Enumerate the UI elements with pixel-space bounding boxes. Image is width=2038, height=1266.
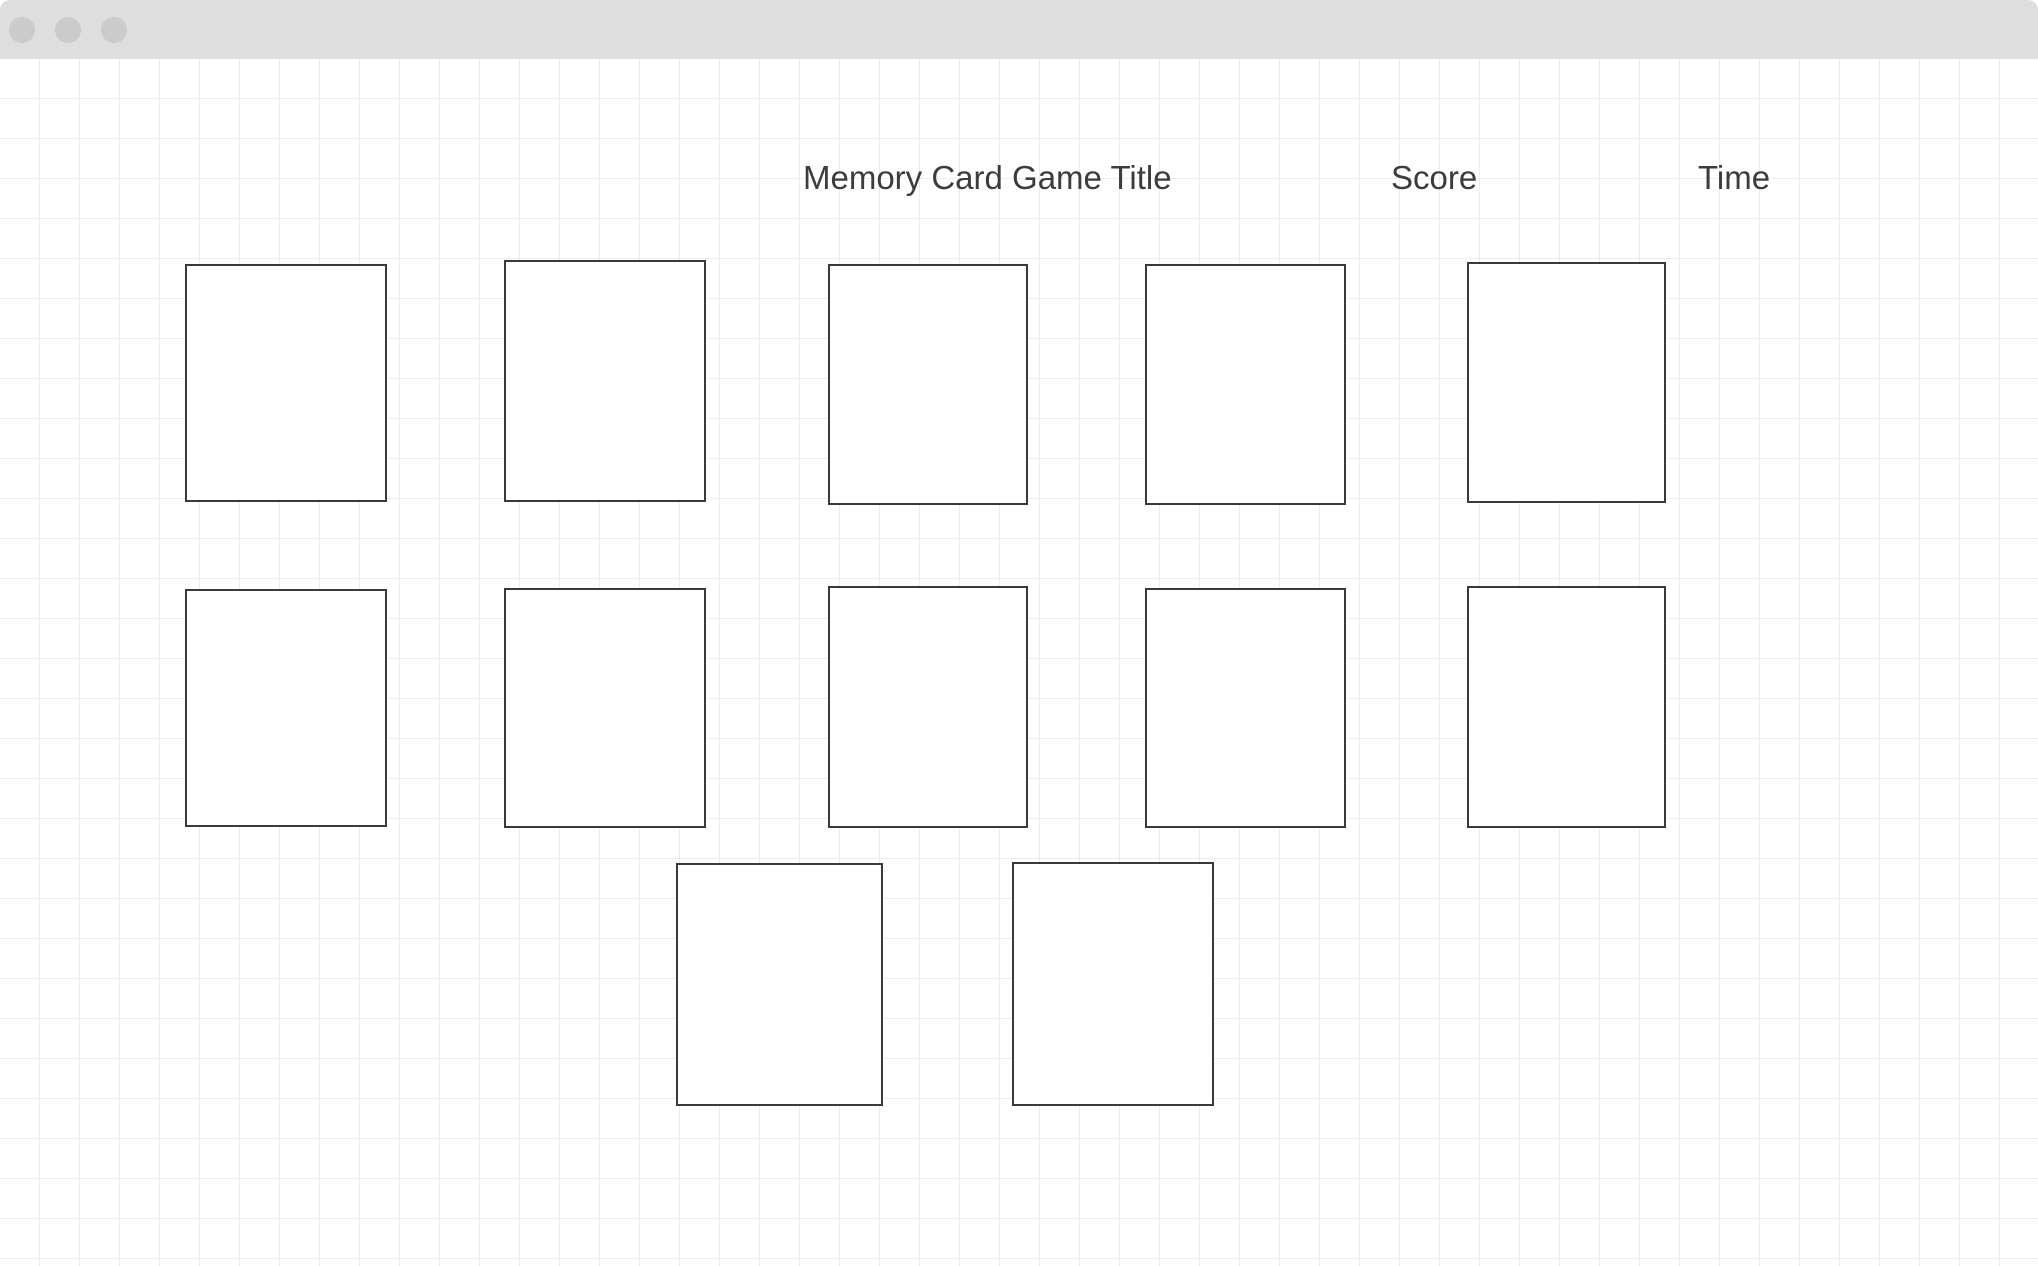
window-title-bar [0,0,2038,59]
memory-card[interactable] [185,264,387,502]
memory-card[interactable] [185,589,387,827]
game-title: Memory Card Game Title [803,159,1172,196]
memory-card[interactable] [1012,862,1214,1106]
memory-card[interactable] [1467,262,1666,503]
window-minimize-button[interactable] [55,17,81,43]
memory-card[interactable] [504,588,706,828]
memory-card[interactable] [828,586,1028,828]
window-maximize-button[interactable] [101,17,127,43]
time-label: Time [1698,159,1771,196]
window-close-button[interactable] [9,17,35,43]
memory-card[interactable] [676,863,883,1106]
memory-card[interactable] [504,260,706,502]
memory-card[interactable] [828,264,1028,505]
memory-card[interactable] [1145,588,1346,828]
memory-card[interactable] [1145,264,1346,505]
score-label: Score [1391,159,1478,196]
memory-card[interactable] [1467,586,1666,828]
game-board-canvas: Memory Card Game Title Score Time [0,59,2038,1266]
